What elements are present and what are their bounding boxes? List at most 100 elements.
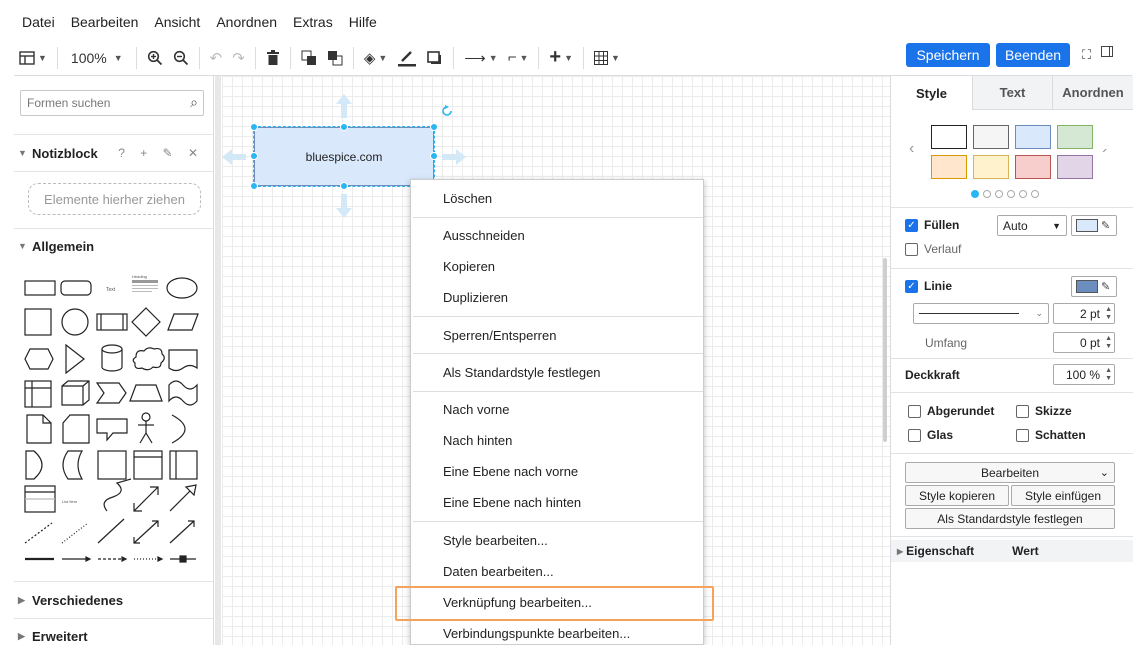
stepper-icon[interactable]: ▲▼ [1105, 367, 1112, 382]
style-swatch[interactable] [1015, 125, 1051, 149]
glass-checkbox[interactable] [908, 428, 921, 442]
style-swatch[interactable] [1099, 125, 1135, 149]
menu-item-delete[interactable]: Löschen [443, 191, 493, 206]
set-default-style-button[interactable]: Als Standardstyle festlegen [905, 508, 1115, 529]
pager-dot[interactable] [995, 190, 1003, 198]
insert-button[interactable]: +▼ [544, 44, 578, 72]
menu-edit[interactable]: Bearbeiten [70, 14, 139, 30]
opacity-input[interactable]: 100 % ▲▼ [1053, 364, 1115, 385]
undo-button[interactable]: ↶ [205, 44, 228, 72]
menu-item-to-front[interactable]: Nach vorne [443, 402, 510, 417]
menu-item-duplicate[interactable]: Duplizieren [443, 290, 509, 305]
stepper-icon[interactable]: ▲▼ [1105, 335, 1112, 350]
tab-style[interactable]: Style [891, 76, 972, 110]
style-swatch[interactable] [1057, 125, 1093, 149]
swatch-pager[interactable] [971, 190, 1039, 198]
section-advanced[interactable]: ▶ Erweitert [14, 618, 214, 645]
notepad-tools[interactable]: ? + ✎ ✕ [118, 146, 204, 160]
arrow-down-icon[interactable] [336, 194, 352, 218]
tab-arrange[interactable]: Anordnen [1052, 76, 1133, 110]
format-panel-toggle[interactable]: ▼ [14, 44, 52, 72]
waypoints-button[interactable]: ⌐▼ [503, 44, 534, 72]
style-swatch[interactable] [973, 155, 1009, 179]
save-button[interactable]: Speichern [906, 43, 990, 67]
shadow-checkbox[interactable] [1016, 428, 1029, 442]
rotate-icon[interactable] [442, 106, 452, 116]
to-front-button[interactable] [296, 44, 322, 72]
menu-view[interactable]: Ansicht [154, 14, 201, 30]
arrow-right-icon[interactable] [442, 149, 466, 165]
gradient-checkbox[interactable] [905, 242, 918, 256]
scratchpad-dropzone[interactable]: Elemente hierher ziehen [28, 183, 201, 215]
toggle-format-panel-icon[interactable] [1101, 46, 1113, 57]
paste-style-button[interactable]: Style einfügen [1011, 485, 1115, 506]
menu-item-set-default-style[interactable]: Als Standardstyle festlegen [443, 365, 601, 380]
section-misc[interactable]: ▶ Verschiedenes [14, 582, 214, 618]
redo-button[interactable]: ↷ [227, 44, 250, 72]
pager-dot[interactable] [1007, 190, 1015, 198]
zoom-out-button[interactable] [168, 44, 194, 72]
resize-handle[interactable] [340, 182, 348, 190]
line-color-button[interactable]: ✎ [1071, 276, 1117, 297]
zoom-in-button[interactable] [142, 44, 168, 72]
style-swatch[interactable] [1057, 155, 1093, 179]
hover-arrows[interactable] [222, 76, 482, 226]
fill-checkbox[interactable]: ✓ [905, 218, 918, 232]
rounded-checkbox[interactable] [908, 404, 921, 418]
line-pattern-select[interactable]: ⌄ [913, 303, 1049, 324]
resize-handle[interactable] [250, 123, 258, 131]
menu-item-send-backward[interactable]: Eine Ebene nach hinten [443, 495, 582, 510]
copy-style-button[interactable]: Style kopieren [905, 485, 1009, 506]
fill-mode-select[interactable]: Auto ▼ [997, 215, 1067, 236]
selected-shape[interactable]: bluespice.com [253, 126, 435, 187]
resize-handle[interactable] [430, 123, 438, 131]
search-input[interactable]: Formen suchen ⌕ [20, 90, 204, 116]
chevron-right-icon[interactable]: ▶ [897, 546, 904, 556]
general-shape-library[interactable]: Text Heading List Item [22, 271, 207, 571]
menu-item-edit-link[interactable]: Verknüpfung bearbeiten... [443, 595, 592, 610]
fill-color-button[interactable]: ✎ [1071, 215, 1117, 236]
edit-dropdown-button[interactable]: Bearbeiten ⌄ [905, 462, 1115, 483]
to-back-button[interactable] [322, 44, 348, 72]
resize-handle[interactable] [340, 123, 348, 131]
arrow-up-icon[interactable] [336, 94, 352, 118]
menu-file[interactable]: Datei [22, 14, 55, 30]
fullscreen-icon[interactable]: ⛶ [1082, 47, 1092, 62]
resize-handle[interactable] [250, 182, 258, 190]
fill-color-button[interactable]: ◈▼ [359, 44, 392, 72]
style-swatch[interactable] [1015, 155, 1051, 179]
menu-item-edit-connection-points[interactable]: Verbindungspunkte bearbeiten... [443, 626, 631, 641]
shadow-button[interactable] [422, 44, 448, 72]
pager-dot[interactable] [1019, 190, 1027, 198]
chevron-left-icon[interactable]: ‹ [909, 140, 915, 157]
section-general[interactable]: ▼ Allgemein [14, 228, 214, 264]
pager-dot[interactable] [1031, 190, 1039, 198]
sidebar-scrollbar[interactable] [215, 76, 221, 645]
pager-dot[interactable] [971, 190, 979, 198]
perimeter-input[interactable]: 0 pt ▲▼ [1053, 332, 1115, 353]
connection-style-button[interactable]: ⟶▼ [459, 44, 502, 72]
zoom-dropdown[interactable]: 100% ▼ [63, 44, 131, 72]
line-width-input[interactable]: 2 pt ▲▼ [1053, 303, 1115, 324]
line-color-button[interactable] [392, 44, 422, 72]
section-notepad[interactable]: ▼ Notizblock ? + ✎ ✕ [14, 135, 214, 171]
exit-button[interactable]: Beenden [996, 43, 1070, 67]
stepper-icon[interactable]: ▲▼ [1105, 306, 1112, 321]
line-checkbox[interactable]: ✓ [905, 279, 918, 293]
menu-item-edit-style[interactable]: Style bearbeiten... [443, 533, 548, 548]
resize-handle[interactable] [250, 152, 258, 160]
style-swatch[interactable] [973, 125, 1009, 149]
menu-item-copy[interactable]: Kopieren [443, 259, 496, 274]
canvas-scrollbar[interactable] [883, 258, 887, 442]
menu-item-lock-unlock[interactable]: Sperren/Entsperren [443, 328, 557, 343]
menu-item-cut[interactable]: Ausschneiden [443, 228, 525, 243]
menu-arrange[interactable]: Anordnen [216, 14, 278, 30]
resize-handle[interactable] [430, 152, 438, 160]
delete-button[interactable] [261, 44, 285, 72]
menu-item-edit-data[interactable]: Daten bearbeiten... [443, 564, 554, 579]
style-swatch[interactable] [931, 125, 967, 149]
menu-item-bring-forward[interactable]: Eine Ebene nach vorne [443, 464, 579, 479]
menu-help[interactable]: Hilfe [348, 14, 377, 30]
style-swatch[interactable] [931, 155, 967, 179]
sketch-checkbox[interactable] [1016, 404, 1029, 418]
